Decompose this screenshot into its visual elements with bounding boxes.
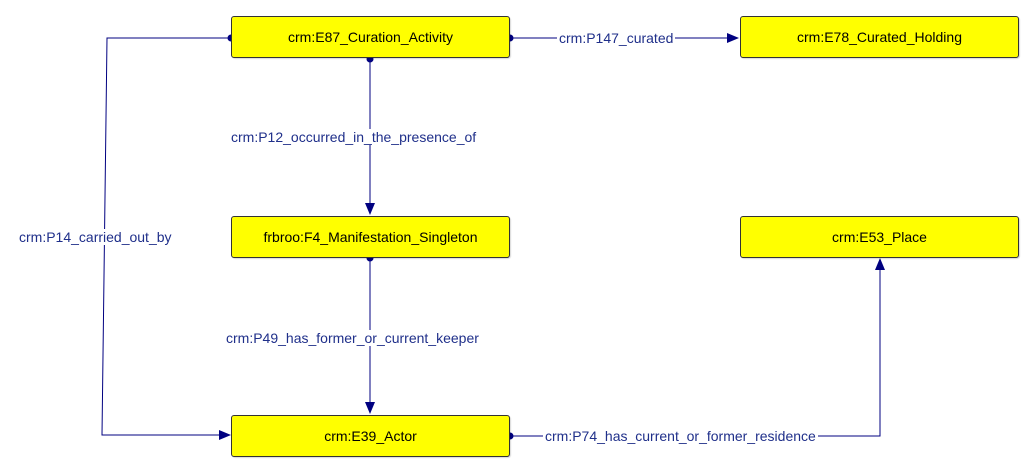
node-actor[interactable]: crm:E39_Actor: [231, 415, 510, 457]
node-curation-activity[interactable]: crm:E87_Curation_Activity: [231, 16, 510, 58]
edge-label-curated: crm:P147_curated: [557, 30, 676, 46]
edge-label-occurred-in-presence-of: crm:P12_occurred_in_the_presence_of: [229, 129, 479, 145]
edge-label-former-or-current-keeper: crm:P49_has_former_or_current_keeper: [224, 330, 481, 346]
node-manifestation-singleton-label: frbroo:F4_Manifestation_Singleton: [263, 229, 478, 245]
node-curation-activity-label: crm:E87_Curation_Activity: [288, 29, 453, 45]
node-curated-holding-label: crm:E78_Curated_Holding: [797, 29, 962, 45]
node-place-label: crm:E53_Place: [832, 229, 927, 245]
edge-label-current-or-former-residence: crm:P74_has_current_or_former_residence: [543, 428, 818, 444]
edge-current-or-former-residence: [510, 258, 885, 437]
node-manifestation-singleton[interactable]: frbroo:F4_Manifestation_Singleton: [231, 216, 510, 258]
node-curated-holding[interactable]: crm:E78_Curated_Holding: [740, 16, 1019, 58]
edge-label-carried-out-by: crm:P14_carried_out_by: [17, 229, 174, 245]
node-actor-label: crm:E39_Actor: [324, 428, 417, 444]
node-place[interactable]: crm:E53_Place: [740, 216, 1019, 258]
